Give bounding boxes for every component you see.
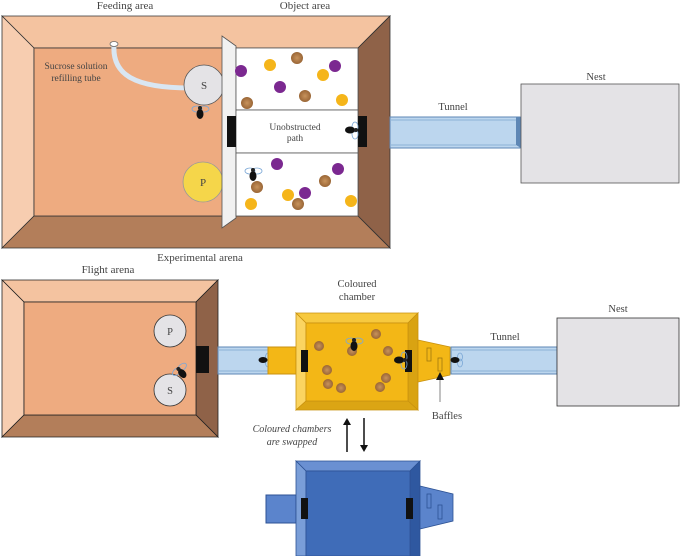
wood-object — [299, 90, 311, 102]
entrance-right — [358, 116, 367, 147]
unobstructed-label-line1: Unobstructed — [269, 123, 320, 133]
bee-icon — [394, 351, 408, 370]
yellow-object — [317, 69, 329, 81]
bee-icon — [191, 105, 210, 119]
coloured-chamber-yellow — [267, 312, 451, 411]
yellow-object — [336, 94, 348, 106]
baffle — [426, 347, 432, 362]
wood-object — [383, 346, 393, 356]
nest-label-top: Nest — [586, 72, 605, 83]
object-area-label: Object area — [280, 0, 330, 12]
wood-object — [241, 97, 253, 109]
chamber-exit — [405, 350, 412, 372]
tunnel-top — [389, 116, 521, 149]
bee-icon — [345, 121, 359, 140]
arena-left-wall — [1, 15, 35, 249]
flight-arena — [1, 279, 219, 438]
yellow-object — [282, 189, 294, 201]
purple-object — [299, 187, 311, 199]
coloured-chamber-label-line1: Coloured — [337, 279, 377, 290]
baffles-label: Baffles — [432, 411, 462, 422]
flight-feeder-p — [153, 314, 187, 348]
wood-object — [371, 329, 381, 339]
sucrose-refilling-tube — [111, 42, 193, 91]
flight-feeder-s — [153, 373, 187, 407]
yellow-object — [345, 195, 357, 207]
flight-feeder-s-label: S — [167, 386, 173, 397]
wood-object — [375, 382, 385, 392]
blue-chamber-entrance — [301, 498, 308, 519]
coloured-chamber-label-line2: chamber — [339, 292, 376, 303]
tunnel-bottom — [450, 346, 558, 375]
purple-object — [329, 60, 341, 72]
wood-object — [291, 52, 303, 64]
objects-upper — [235, 52, 348, 109]
nest-label-bottom: Nest — [608, 304, 627, 315]
flight-arena-left-wall — [1, 279, 25, 438]
wood-object — [314, 341, 324, 351]
swap-label-line1: Coloured chambers — [253, 424, 332, 435]
objects-lower — [245, 158, 357, 210]
chamber-baffle-outlet — [417, 339, 451, 383]
unobstructed-path-compartment — [235, 109, 359, 154]
purple-object — [271, 158, 283, 170]
purple-object — [332, 163, 344, 175]
feeder-s-label: S — [201, 80, 207, 92]
swap-arrows-icon — [343, 418, 368, 452]
tunnel-label-bottom: Tunnel — [490, 332, 519, 343]
baffle — [426, 493, 432, 509]
arena-top-wall — [1, 15, 391, 49]
wood-object — [292, 198, 304, 210]
wood-object — [336, 383, 346, 393]
unobstructed-label-line2: path — [287, 134, 304, 144]
coloured-chamber-blue — [265, 460, 454, 556]
flight-arena-top-wall — [1, 279, 219, 303]
chamber-inlet — [267, 346, 297, 375]
sucrose-tube-label-line2: refilling tube — [51, 73, 100, 84]
flight-feeder-p-label: P — [167, 327, 173, 338]
baffle — [437, 504, 443, 520]
blue-chamber-baffle-outlet — [419, 485, 454, 530]
sucrose-tube-label-line1: Sucrose solution — [44, 62, 107, 72]
swap-label-line2: are swapped — [267, 437, 318, 448]
bee-icon — [450, 352, 463, 368]
wood-object — [251, 181, 263, 193]
purple-object — [235, 65, 247, 77]
bee-icon — [345, 337, 364, 351]
nest-top — [520, 83, 680, 184]
tube-opening — [109, 41, 119, 47]
tunnel-label-top: Tunnel — [438, 102, 467, 113]
purple-object — [274, 81, 286, 93]
yellow-object — [245, 198, 257, 210]
wood-object — [381, 373, 391, 383]
yellow-object — [264, 59, 276, 71]
baffles-arrowhead — [436, 372, 444, 380]
nest-bottom — [556, 317, 680, 407]
blue-chamber-exit — [406, 498, 413, 519]
feeder-p-label: P — [200, 177, 206, 189]
wood-object — [319, 175, 331, 187]
chamber-wood-objects — [314, 329, 393, 393]
flight-arena-bottom-wall — [1, 414, 219, 438]
flight-arena-exit — [196, 346, 209, 373]
wood-object — [322, 365, 332, 375]
entrance-left — [227, 116, 236, 147]
bee-icon — [172, 362, 187, 378]
arena-bottom-wall — [1, 215, 391, 249]
bee-icon — [244, 167, 263, 181]
feeding-area-label: Feeding area — [97, 0, 154, 12]
chamber-entrance — [301, 350, 308, 372]
baffle — [437, 357, 443, 372]
experimental-arena-label: Experimental arena — [157, 252, 243, 264]
wood-object — [323, 379, 333, 389]
blue-chamber-inlet — [265, 494, 297, 524]
flight-arena-label: Flight arena — [82, 264, 135, 276]
